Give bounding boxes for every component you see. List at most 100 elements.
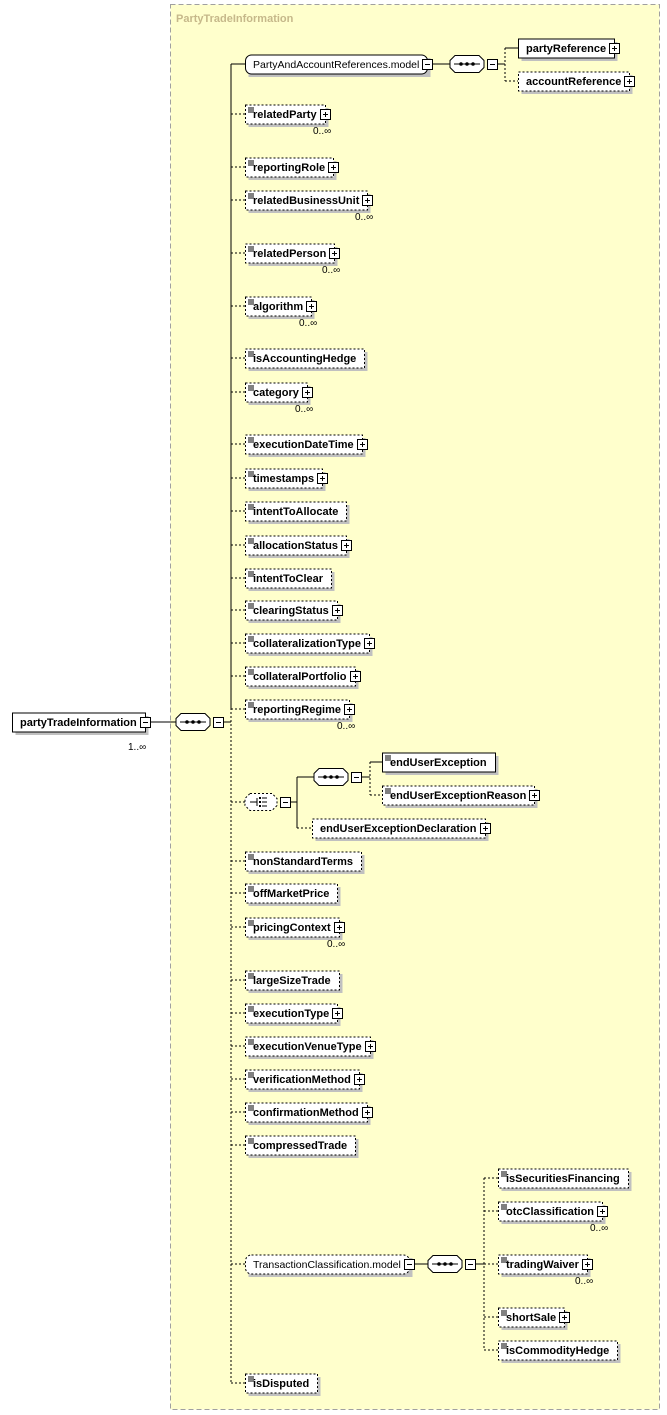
choice-compositor[interactable] <box>244 793 278 811</box>
element-box[interactable] <box>245 468 323 489</box>
element-largeSizeTrade[interactable]: largeSizeTrade <box>245 970 343 993</box>
element-partyTradeInformation[interactable]: partyTradeInformation <box>12 712 149 735</box>
element-confirmationMethod[interactable]: confirmationMethod <box>245 1102 371 1125</box>
element-box[interactable] <box>245 296 312 317</box>
element-box[interactable] <box>245 917 340 938</box>
element-PartyAndAccountReferences.model[interactable]: PartyAndAccountReferences.model <box>245 54 431 77</box>
collapse-icon[interactable] <box>280 797 291 808</box>
collapse-icon[interactable] <box>140 717 151 728</box>
element-box[interactable] <box>312 818 486 839</box>
element-box[interactable] <box>498 1340 618 1361</box>
element-box[interactable] <box>245 1373 318 1394</box>
collapse-icon[interactable] <box>213 717 224 728</box>
element-partyReference[interactable]: partyReference <box>518 38 618 61</box>
element-shortSale[interactable]: shortSale <box>498 1307 568 1330</box>
expand-icon[interactable] <box>350 671 361 682</box>
element-box[interactable] <box>245 883 338 904</box>
element-endUserExceptionDeclaration[interactable]: endUserExceptionDeclaration <box>312 818 489 841</box>
collapse-icon[interactable] <box>487 59 498 70</box>
element-isCommodityHedge[interactable]: isCommodityHedge <box>498 1340 621 1363</box>
tc-sequence[interactable] <box>427 1255 463 1273</box>
collapse-icon[interactable] <box>404 1259 415 1270</box>
expand-icon[interactable] <box>320 109 331 120</box>
collapse-icon[interactable] <box>351 772 362 783</box>
element-box[interactable] <box>245 535 347 556</box>
element-compressedTrade[interactable]: compressedTrade <box>245 1135 359 1158</box>
element-TransactionClassification.model[interactable]: TransactionClassification.model <box>245 1254 413 1277</box>
element-executionDateTime[interactable]: executionDateTime <box>245 434 366 457</box>
element-box[interactable] <box>245 382 308 403</box>
choice-sequence[interactable] <box>313 768 349 786</box>
element-intentToClear[interactable]: intentToClear <box>245 568 335 591</box>
element-endUserExceptionReason[interactable]: endUserExceptionReason <box>382 785 538 808</box>
element-clearingStatus[interactable]: clearingStatus <box>245 600 341 623</box>
collapse-icon[interactable] <box>422 59 433 70</box>
expand-icon[interactable] <box>362 1107 373 1118</box>
expand-icon[interactable] <box>480 823 491 834</box>
element-box[interactable] <box>245 1069 360 1090</box>
element-reportingRole[interactable]: reportingRole <box>245 157 337 180</box>
element-box[interactable] <box>245 243 335 264</box>
element-box[interactable] <box>245 190 368 211</box>
expand-icon[interactable] <box>341 540 352 551</box>
element-timestamps[interactable]: timestamps <box>245 468 326 491</box>
element-box[interactable] <box>245 1135 356 1156</box>
element-box[interactable] <box>382 752 496 773</box>
pa-sequence[interactable] <box>449 55 485 73</box>
element-nonStandardTerms[interactable]: nonStandardTerms <box>245 851 365 874</box>
element-box[interactable] <box>245 666 356 687</box>
collapse-icon[interactable] <box>465 1259 476 1270</box>
expand-icon[interactable] <box>354 1074 365 1085</box>
expand-icon[interactable] <box>365 1041 376 1052</box>
expand-icon[interactable] <box>357 439 368 450</box>
main-sequence[interactable] <box>175 713 211 731</box>
element-box[interactable] <box>245 501 347 522</box>
element-allocationStatus[interactable]: allocationStatus <box>245 535 350 558</box>
element-endUserException[interactable]: endUserException <box>382 752 499 775</box>
expand-icon[interactable] <box>328 162 339 173</box>
element-isSecuritiesFinancing[interactable]: isSecuritiesFinancing <box>498 1168 632 1191</box>
element-box[interactable] <box>498 1168 629 1189</box>
expand-icon[interactable] <box>609 43 620 54</box>
element-intentToAllocate[interactable]: intentToAllocate <box>245 501 350 524</box>
element-isAccountingHedge[interactable]: isAccountingHedge <box>245 348 368 371</box>
expand-icon[interactable] <box>332 605 343 616</box>
expand-icon[interactable] <box>364 638 375 649</box>
expand-icon[interactable] <box>529 790 540 801</box>
element-box[interactable] <box>245 1036 371 1057</box>
element-offMarketPrice[interactable]: offMarketPrice <box>245 883 341 906</box>
expand-icon[interactable] <box>329 248 340 259</box>
element-verificationMethod[interactable]: verificationMethod <box>245 1069 363 1092</box>
element-box[interactable] <box>498 1254 588 1275</box>
expand-icon[interactable] <box>332 1008 343 1019</box>
expand-icon[interactable] <box>559 1312 570 1323</box>
expand-icon[interactable] <box>334 922 345 933</box>
element-isDisputed[interactable]: isDisputed <box>245 1373 321 1396</box>
expand-icon[interactable] <box>582 1259 593 1270</box>
element-box[interactable] <box>245 1102 368 1123</box>
expand-icon[interactable] <box>362 195 373 206</box>
expand-icon[interactable] <box>317 473 328 484</box>
element-executionVenueType[interactable]: executionVenueType <box>245 1036 374 1059</box>
expand-icon[interactable] <box>624 76 635 87</box>
expand-icon[interactable] <box>306 301 317 312</box>
element-collateralPortfolio[interactable]: collateralPortfolio <box>245 666 359 689</box>
element-box[interactable] <box>245 851 362 872</box>
expand-icon[interactable] <box>302 387 313 398</box>
element-box[interactable] <box>245 970 340 991</box>
element-collateralizationType[interactable]: collateralizationType <box>245 633 373 656</box>
expand-icon[interactable] <box>597 1206 608 1217</box>
element-box[interactable] <box>498 1307 565 1328</box>
element-accountReference[interactable]: accountReference <box>518 71 633 94</box>
element-box[interactable] <box>245 434 363 455</box>
expand-icon[interactable] <box>344 704 355 715</box>
element-box[interactable] <box>245 348 365 369</box>
